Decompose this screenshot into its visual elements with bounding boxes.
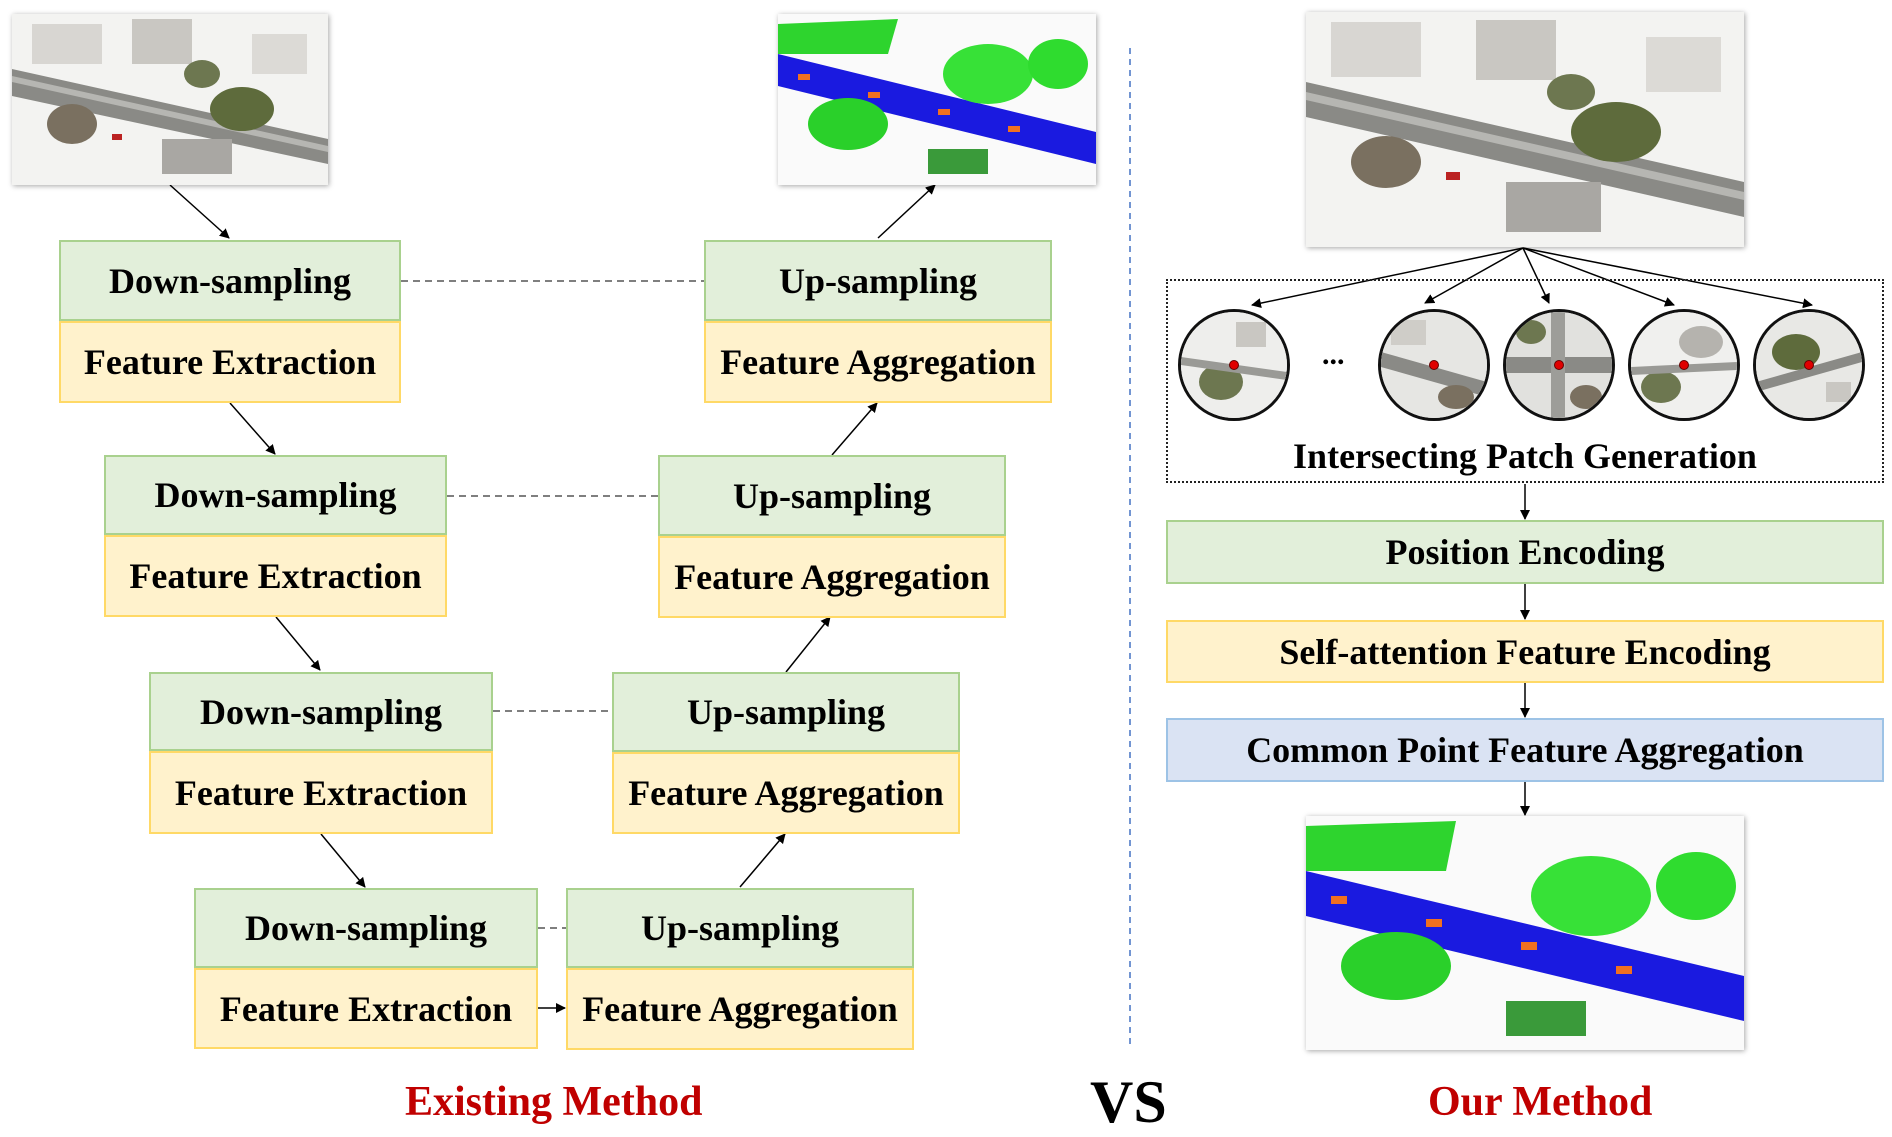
patch-circle-3 — [1503, 309, 1615, 421]
fan-arrow-4 — [1522, 247, 1675, 307]
feature-extraction-block-2: Feature Extraction — [104, 535, 447, 617]
patch-circle-4 — [1628, 309, 1740, 421]
arrow-down-2-to-down-3 — [275, 616, 321, 671]
feature-aggregation-block-2: Feature Aggregation — [658, 536, 1006, 618]
feature-aggregation-block-4: Feature Aggregation — [566, 968, 914, 1050]
patch-center-dot — [1679, 360, 1689, 370]
arrow-down-1-to-down-2 — [229, 402, 276, 455]
our-input-point-cloud-image — [1306, 12, 1744, 247]
arrow-down-3-to-down-4 — [320, 833, 366, 888]
patch-center-dot — [1429, 360, 1439, 370]
patch-center-dot — [1229, 360, 1239, 370]
fan-arrow-5 — [1522, 247, 1813, 309]
our-output-segmentation-image — [1306, 816, 1744, 1050]
up-sampling-block-1: Up-sampling — [704, 240, 1052, 321]
input-point-cloud-image — [12, 14, 328, 185]
arrow-up-2-to-up-1 — [831, 402, 878, 456]
patch-circle-5 — [1753, 309, 1865, 421]
up-sampling-block-2: Up-sampling — [658, 455, 1006, 536]
common-point-aggregation-block: Common Point Feature Aggregation — [1166, 718, 1884, 782]
arrow-input-to-down-1 — [169, 184, 230, 239]
up-sampling-block-4: Up-sampling — [566, 888, 914, 968]
feature-extraction-block-4: Feature Extraction — [194, 968, 538, 1049]
down-sampling-block-4: Down-sampling — [194, 888, 538, 968]
feature-aggregation-block-1: Feature Aggregation — [704, 321, 1052, 403]
patch-ellipsis: ... — [1322, 338, 1345, 371]
patch-circle-1 — [1178, 309, 1290, 421]
down-sampling-block-3: Down-sampling — [149, 672, 493, 751]
patch-generation-label: Intersecting Patch Generation — [1293, 436, 1757, 476]
vs-label: VS — [1090, 1069, 1167, 1135]
arrow-up-1-to-output — [877, 184, 936, 239]
position-encoding-block: Position Encoding — [1166, 520, 1884, 584]
arrow-up-4-to-up-3 — [739, 833, 786, 888]
feature-extraction-block-1: Feature Extraction — [59, 321, 401, 403]
down-sampling-block-1: Down-sampling — [59, 240, 401, 321]
existing-output-segmentation-image — [778, 14, 1096, 185]
feature-extraction-block-3: Feature Extraction — [149, 751, 493, 834]
up-sampling-block-3: Up-sampling — [612, 672, 960, 752]
patch-center-dot — [1804, 360, 1814, 370]
self-attention-encoding-block: Self-attention Feature Encoding — [1166, 620, 1884, 683]
feature-aggregation-block-3: Feature Aggregation — [612, 752, 960, 834]
patch-generation-frame — [1166, 279, 1884, 483]
our-method-caption: Our Method — [1428, 1079, 1653, 1125]
fan-arrow-1 — [1251, 247, 1524, 309]
patch-circle-2 — [1378, 309, 1490, 421]
existing-method-caption: Existing Method — [405, 1079, 703, 1125]
down-sampling-block-2: Down-sampling — [104, 455, 447, 535]
arrow-up-3-to-up-2 — [785, 616, 831, 673]
fan-arrow-3 — [1522, 247, 1550, 304]
patch-center-dot — [1554, 360, 1564, 370]
fan-arrow-2 — [1424, 247, 1524, 304]
